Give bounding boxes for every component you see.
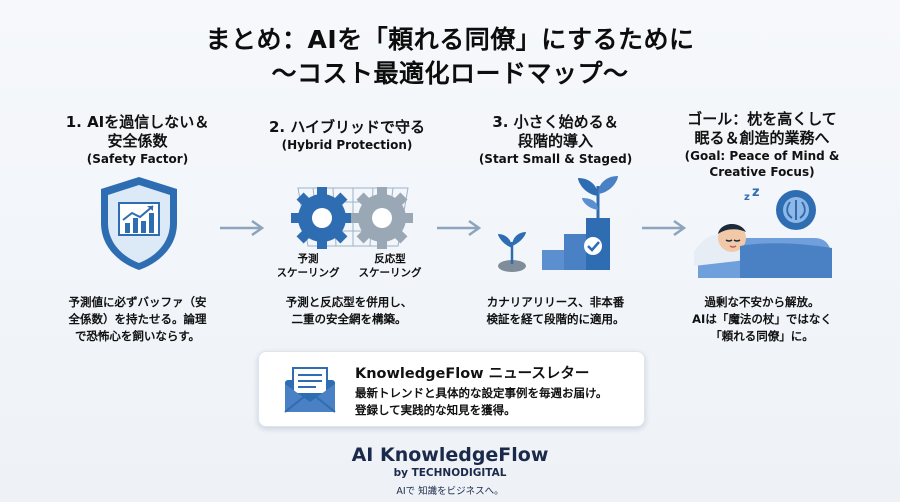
step-1-title-2: 安全係数 — [107, 132, 168, 150]
step-1-heading: 1. AIを過信しない＆ 安全係数 (Safety Factor) — [50, 113, 225, 167]
step-4-desc-line-3: 「頼れる同僚」に。 — [710, 329, 814, 343]
gear-label-left-2: スケーリング — [278, 266, 340, 279]
step-4-desc-line-1: 過剰な不安から解放。 — [704, 295, 820, 309]
sleeping-person-icon: z z — [694, 186, 832, 278]
step-4-desc-line-2: AIは「魔法の杖」ではなく — [692, 312, 832, 326]
step-1-description: 予測値に必ずバッファ（安 全係数）を持たせる。論理 で恐怖心を飼いならす。 — [50, 294, 225, 345]
svg-text:z: z — [744, 192, 750, 203]
svg-text:z: z — [752, 186, 760, 200]
gears-net-icon: 予測 スケーリング 反応型 スケーリング — [278, 187, 422, 279]
newsletter-line-1: 最新トレンドと具体的な設定事例を毎週お届け。 — [355, 386, 608, 400]
step-1-desc-line-1: 予測値に必ずバッファ（安 — [68, 295, 207, 309]
step-1-desc-line-3: で恐怖心を飼いならす。 — [74, 329, 201, 343]
newsletter-line-2: 登録して実践的な知見を獲得。 — [355, 403, 516, 417]
step-4-english-1: (Goal: Peace of Mind & — [684, 149, 840, 163]
step-3-description: カナリアリリース、非本番 検証を経て段階的に適用。 — [468, 294, 643, 328]
step-3-desc-line-2: 検証を経て段階的に適用。 — [486, 312, 625, 326]
step-2-heading: 2. ハイブリッドで守る (Hybrid Protection) — [262, 118, 432, 153]
step-3-english: (Start Small & Staged) — [478, 152, 633, 166]
step-4-title-2: 眠る＆創造的業務へ — [694, 129, 830, 147]
step-2-desc-line-2: 二重の安全網を構築。 — [291, 312, 407, 326]
step-3-title: 3. 小さく始める＆ — [492, 113, 619, 131]
gear-label-right-1: 反応型 — [374, 252, 406, 265]
step-4-heading: ゴール：枕を高くして 眠る＆創造的業務へ (Goal: Peace of Min… — [672, 110, 852, 180]
step-4-description: 過剰な不安から解放。 AIは「魔法の杖」ではなく 「頼れる同僚」に。 — [672, 294, 852, 345]
gear-label-right-2: スケーリング — [359, 266, 422, 279]
brand-name: AI KnowledgeFlow — [351, 444, 549, 466]
newsletter-title: KnowledgeFlow ニュースレター — [355, 366, 590, 382]
brand-tagline: AIで 知識をビジネスへ。 — [396, 486, 504, 497]
arrow-right-icon — [642, 219, 687, 237]
step-2-description: 予測と反応型を併用し、 二重の安全網を構築。 — [264, 294, 434, 328]
arrow-right-icon — [220, 219, 265, 237]
step-3-desc-line-1: カナリアリリース、非本番 — [486, 295, 625, 309]
step-1-desc-line-2: 全係数）を持たせる。論理 — [68, 312, 207, 326]
shield-chart-icon — [101, 177, 177, 270]
brand-byline: by TECHNODIGITAL — [393, 467, 507, 479]
step-2-title: 2. ハイブリッドで守る — [268, 118, 426, 136]
arrow-right-icon — [437, 219, 482, 237]
newsletter-card[interactable]: KnowledgeFlow ニュースレター 最新トレンドと具体的な設定事例を毎週… — [258, 351, 645, 427]
step-3-title-2: 段階的導入 — [517, 132, 593, 150]
page-title: まとめ：AIを「頼れる同僚」にするために — [205, 25, 695, 54]
step-4-title: ゴール：枕を高くして — [687, 110, 837, 128]
stairs-plant-icon — [498, 176, 618, 272]
step-2-desc-line-1: 予測と反応型を併用し、 — [285, 295, 413, 309]
step-1-english: (Safety Factor) — [86, 152, 189, 166]
page-subtitle: 〜コスト最適化ロードマップ〜 — [271, 59, 629, 88]
step-3-heading: 3. 小さく始める＆ 段階的導入 (Start Small & Staged) — [468, 113, 643, 167]
step-4-english-2: Creative Focus) — [709, 165, 815, 179]
step-2-english: (Hybrid Protection) — [281, 138, 413, 152]
gear-label-left-1: 予測 — [298, 252, 319, 265]
step-1-title: 1. AIを過信しない＆ — [65, 113, 210, 131]
envelope-icon — [284, 367, 336, 413]
